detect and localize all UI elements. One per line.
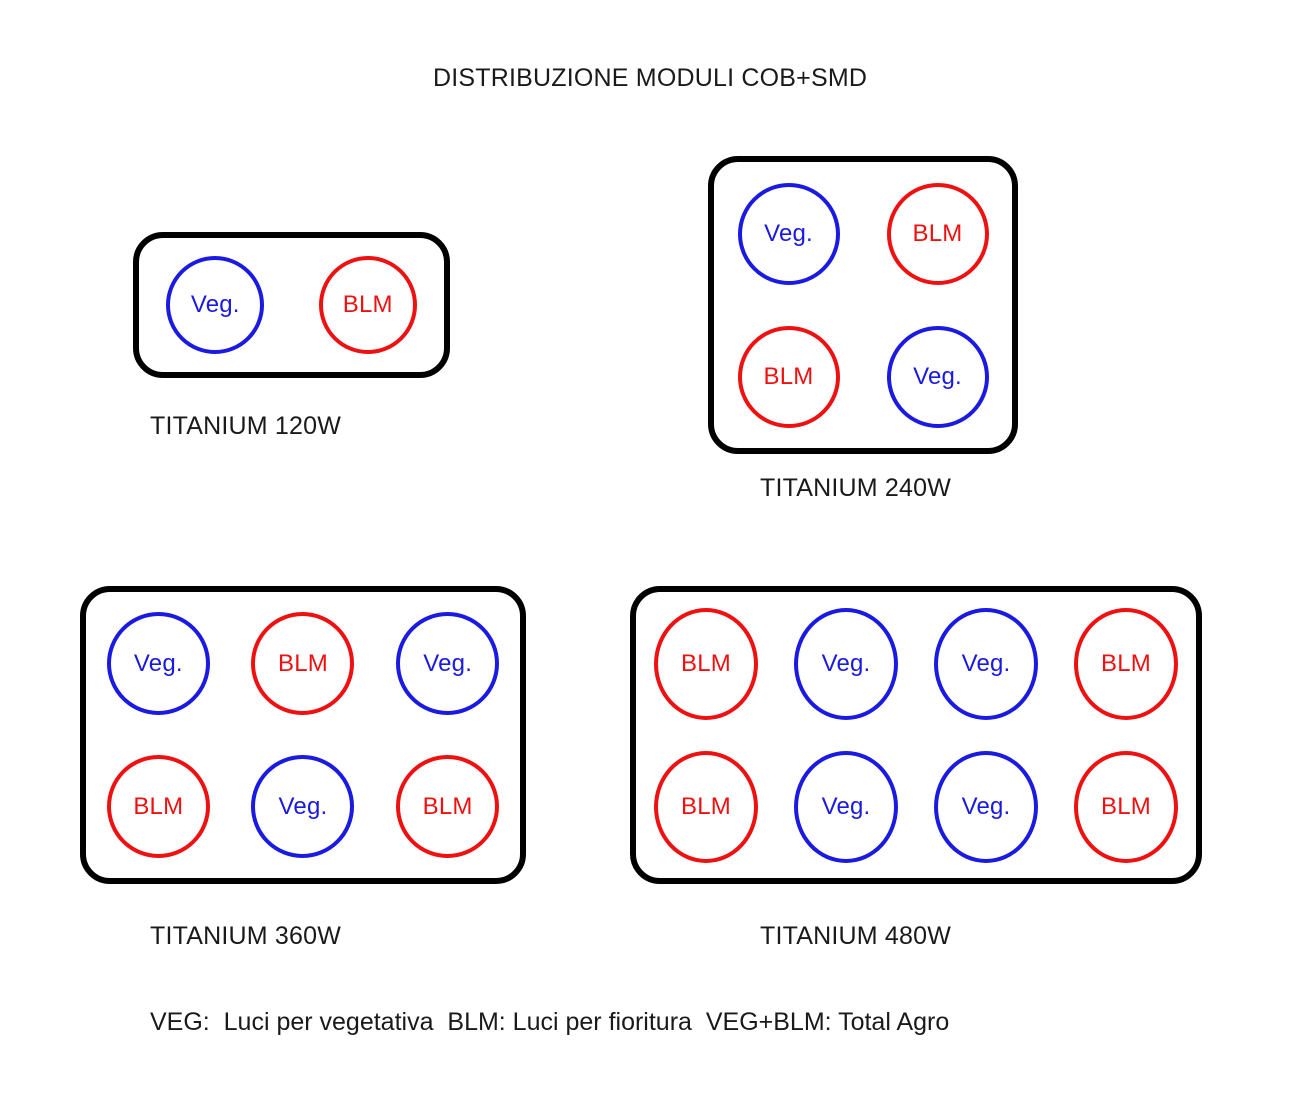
module-blm-480w-5: BLM: [654, 750, 758, 863]
module-label: BLM: [133, 792, 184, 820]
fixture-panel-120w: Veg. BLM: [133, 232, 450, 378]
module-veg-360w-3: Veg.: [396, 612, 500, 715]
module-veg-360w-1: Veg.: [106, 612, 210, 715]
fixture-caption-120w: TITANIUM 120W: [150, 412, 342, 440]
module-veg-480w-7: Veg.: [934, 750, 1038, 863]
fixture-caption-480w: TITANIUM 480W: [760, 922, 952, 950]
fixture-caption-360w: TITANIUM 360W: [150, 922, 342, 950]
legend-total-text: VEG+BLM: Total Agro: [705, 1008, 950, 1036]
module-label: BLM: [422, 792, 473, 820]
module-blm-240w-3: BLM: [737, 325, 840, 428]
module-label: Veg.: [190, 291, 240, 318]
module-veg-240w-1: Veg.: [737, 182, 840, 285]
legend-gap-2: [692, 1008, 706, 1036]
module-blm-240w-2: BLM: [886, 182, 989, 285]
module-label: BLM: [1101, 649, 1151, 677]
module-blm-480w-1: BLM: [654, 607, 758, 720]
legend: VEG: Luci per vegetativa BLM: Luci per f…: [150, 1008, 949, 1037]
fixture-panel-480w: BLM Veg. Veg. BLM BLM Veg. Veg. BLM: [630, 586, 1202, 884]
module-blm-480w-4: BLM: [1074, 607, 1178, 720]
legend-blm-text: BLM: Luci per fioritura: [447, 1008, 692, 1036]
module-label: Veg.: [133, 649, 183, 677]
module-grid-360w: Veg. BLM Veg. BLM Veg. BLM: [86, 592, 520, 878]
module-label: BLM: [342, 291, 393, 318]
module-veg-480w-3: Veg.: [934, 607, 1038, 720]
module-veg-480w-6: Veg.: [794, 750, 898, 863]
module-label: BLM: [278, 649, 328, 677]
module-label: Veg.: [913, 362, 962, 390]
page-title: DISTRIBUZIONE MODULI COB+SMD: [433, 64, 868, 92]
module-label: Veg.: [278, 792, 328, 820]
module-blm-360w-2: BLM: [251, 612, 355, 715]
module-blm-360w-6: BLM: [396, 755, 500, 858]
module-veg-120w-1: Veg.: [166, 256, 265, 354]
module-label: Veg.: [961, 649, 1011, 677]
module-label: Veg.: [821, 792, 871, 820]
module-label: Veg.: [423, 649, 473, 677]
module-label: Veg.: [821, 649, 871, 677]
module-label: BLM: [763, 362, 814, 390]
legend-gap-1: [433, 1008, 447, 1036]
module-veg-240w-4: Veg.: [886, 325, 989, 428]
module-label: BLM: [681, 649, 731, 677]
module-blm-480w-8: BLM: [1074, 750, 1178, 863]
fixture-panel-360w: Veg. BLM Veg. BLM Veg. BLM: [80, 586, 526, 884]
fixture-panel-240w: Veg. BLM BLM Veg.: [708, 156, 1018, 454]
module-blm-120w-2: BLM: [318, 256, 417, 354]
module-label: Veg.: [961, 792, 1011, 820]
module-grid-120w: Veg. BLM: [139, 238, 444, 372]
legend-veg-text: VEG: Luci per vegetativa: [150, 1008, 434, 1036]
fixture-caption-240w: TITANIUM 240W: [760, 474, 952, 502]
module-label: BLM: [1101, 792, 1151, 820]
module-label: BLM: [912, 219, 963, 247]
module-label: BLM: [681, 792, 731, 820]
module-blm-360w-4: BLM: [106, 755, 210, 858]
module-grid-480w: BLM Veg. Veg. BLM BLM Veg. Veg. BLM: [636, 592, 1196, 878]
module-veg-480w-2: Veg.: [794, 607, 898, 720]
module-label: Veg.: [764, 219, 813, 247]
module-veg-360w-5: Veg.: [251, 755, 355, 858]
module-grid-240w: Veg. BLM BLM Veg.: [714, 162, 1012, 448]
